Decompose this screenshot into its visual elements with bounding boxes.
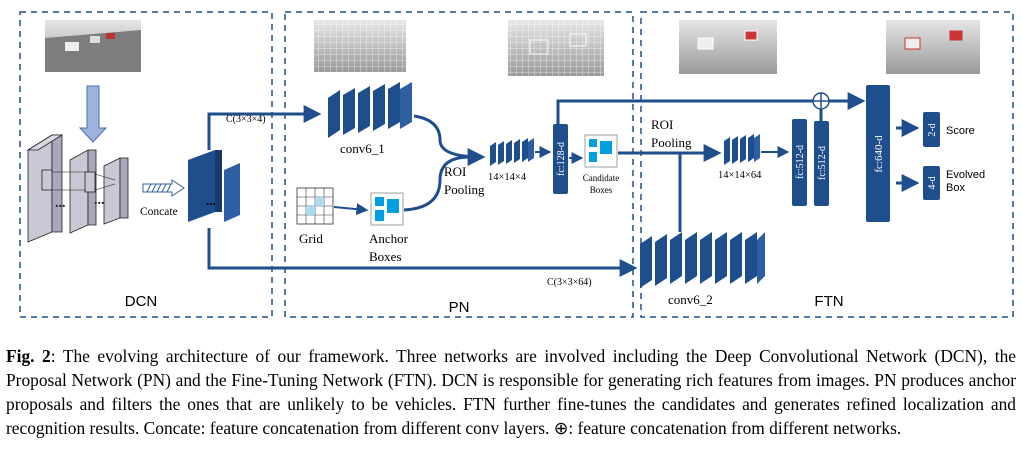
dcn-section-border: [19, 11, 273, 318]
roi-pooling-pn-label-2: Pooling: [444, 182, 485, 197]
fc512a-label: fc:512-d: [795, 145, 806, 179]
conv6-1-stack: [328, 82, 412, 138]
fc128-label: fc:128-d: [556, 142, 567, 176]
fc640-label: fc:640-d: [873, 135, 885, 173]
arrow-to-conv6-2: [207, 228, 638, 277]
dcn-dots-2: ...: [94, 193, 105, 208]
concate-arrow: [142, 179, 185, 197]
fc512b-label: fc:512-d: [817, 146, 828, 180]
fc512b-block: [814, 121, 829, 206]
figure-caption: Fig. 2: The evolving architecture of our…: [6, 344, 1016, 440]
c3364-label: C(3×3×64): [547, 277, 592, 288]
fc128-block: [553, 124, 568, 194]
anchor-label-1: Anchor: [369, 231, 409, 246]
car-photo-icon: [314, 20, 406, 72]
ftn-label: FTN: [814, 293, 843, 310]
pn-section-border: [284, 11, 634, 318]
score-dim-label: 2-d: [927, 123, 938, 136]
evolved-dim-label: 4-d: [927, 176, 938, 189]
caption-text: : The evolving architecture of our frame…: [6, 346, 1016, 438]
dcn-dots-1: ...: [55, 196, 66, 211]
c334-label: C(3×3×4): [226, 114, 266, 125]
car-photo-icon: [45, 20, 141, 72]
caption-fig-number: Fig. 2: [6, 346, 51, 366]
conv6-2-stack: [640, 232, 765, 288]
conv6-1-label: conv6_1: [340, 141, 385, 156]
evolved-label-2: Box: [946, 182, 965, 194]
car-photo-icon: [508, 20, 604, 76]
evolved-label-1: Evolved: [946, 169, 985, 181]
fc512a-block: [792, 119, 807, 206]
roi-pooling-ftn-label-1: ROI: [651, 117, 673, 132]
anchor-label-2: Boxes: [369, 249, 402, 264]
dim-14x14x4-label: 14×14×4: [488, 172, 527, 183]
arrow-fc128-to-concat: [556, 99, 813, 124]
anchor-boxes-icon: [370, 192, 404, 226]
concate-label: Concate: [140, 206, 178, 218]
dcn-feature-dots: ...: [206, 193, 216, 208]
dcn-feature-maps: [188, 150, 240, 222]
arrow-to-conv6-1: [207, 105, 322, 150]
fc640-block: [866, 85, 890, 222]
grid-label: Grid: [299, 231, 323, 246]
score-dim-block: [923, 112, 940, 147]
arrow-grid-to-anchor: [333, 203, 369, 216]
candidate-boxes-icon: [584, 134, 618, 168]
arrow-anchor-to-roi: [403, 155, 471, 212]
conv6-2-label: conv6_2: [668, 292, 713, 307]
pn-label: PN: [449, 299, 470, 316]
car-photo-icon: [886, 20, 980, 74]
dcn-conv-stack: [26, 134, 129, 243]
ftn-section-border: [640, 11, 1014, 318]
evolved-dim-block: [923, 166, 940, 200]
arrow-conv6-1-to-roi: [413, 114, 486, 166]
concat-plus-icon: [812, 92, 830, 110]
car-photo-icon: [679, 20, 777, 74]
roi-pooling-pn-label-1: ROI: [444, 164, 466, 179]
candidate-label-2: Boxes: [590, 185, 613, 195]
candidate-label-1: Candidate: [583, 173, 620, 183]
dim-14x14x64-label: 14×14×64: [718, 170, 762, 181]
roi-pooling-ftn-label-2: Pooling: [651, 135, 692, 150]
architecture-diagram: DCN PN FTN: [19, 11, 1014, 318]
dcn-label: DCN: [125, 293, 158, 310]
grid-icon: [296, 187, 334, 225]
pooled-features-pn: [490, 138, 534, 166]
pooled-features-ftn: [724, 134, 760, 165]
score-label: Score: [946, 125, 975, 137]
input-arrow: [78, 85, 108, 143]
